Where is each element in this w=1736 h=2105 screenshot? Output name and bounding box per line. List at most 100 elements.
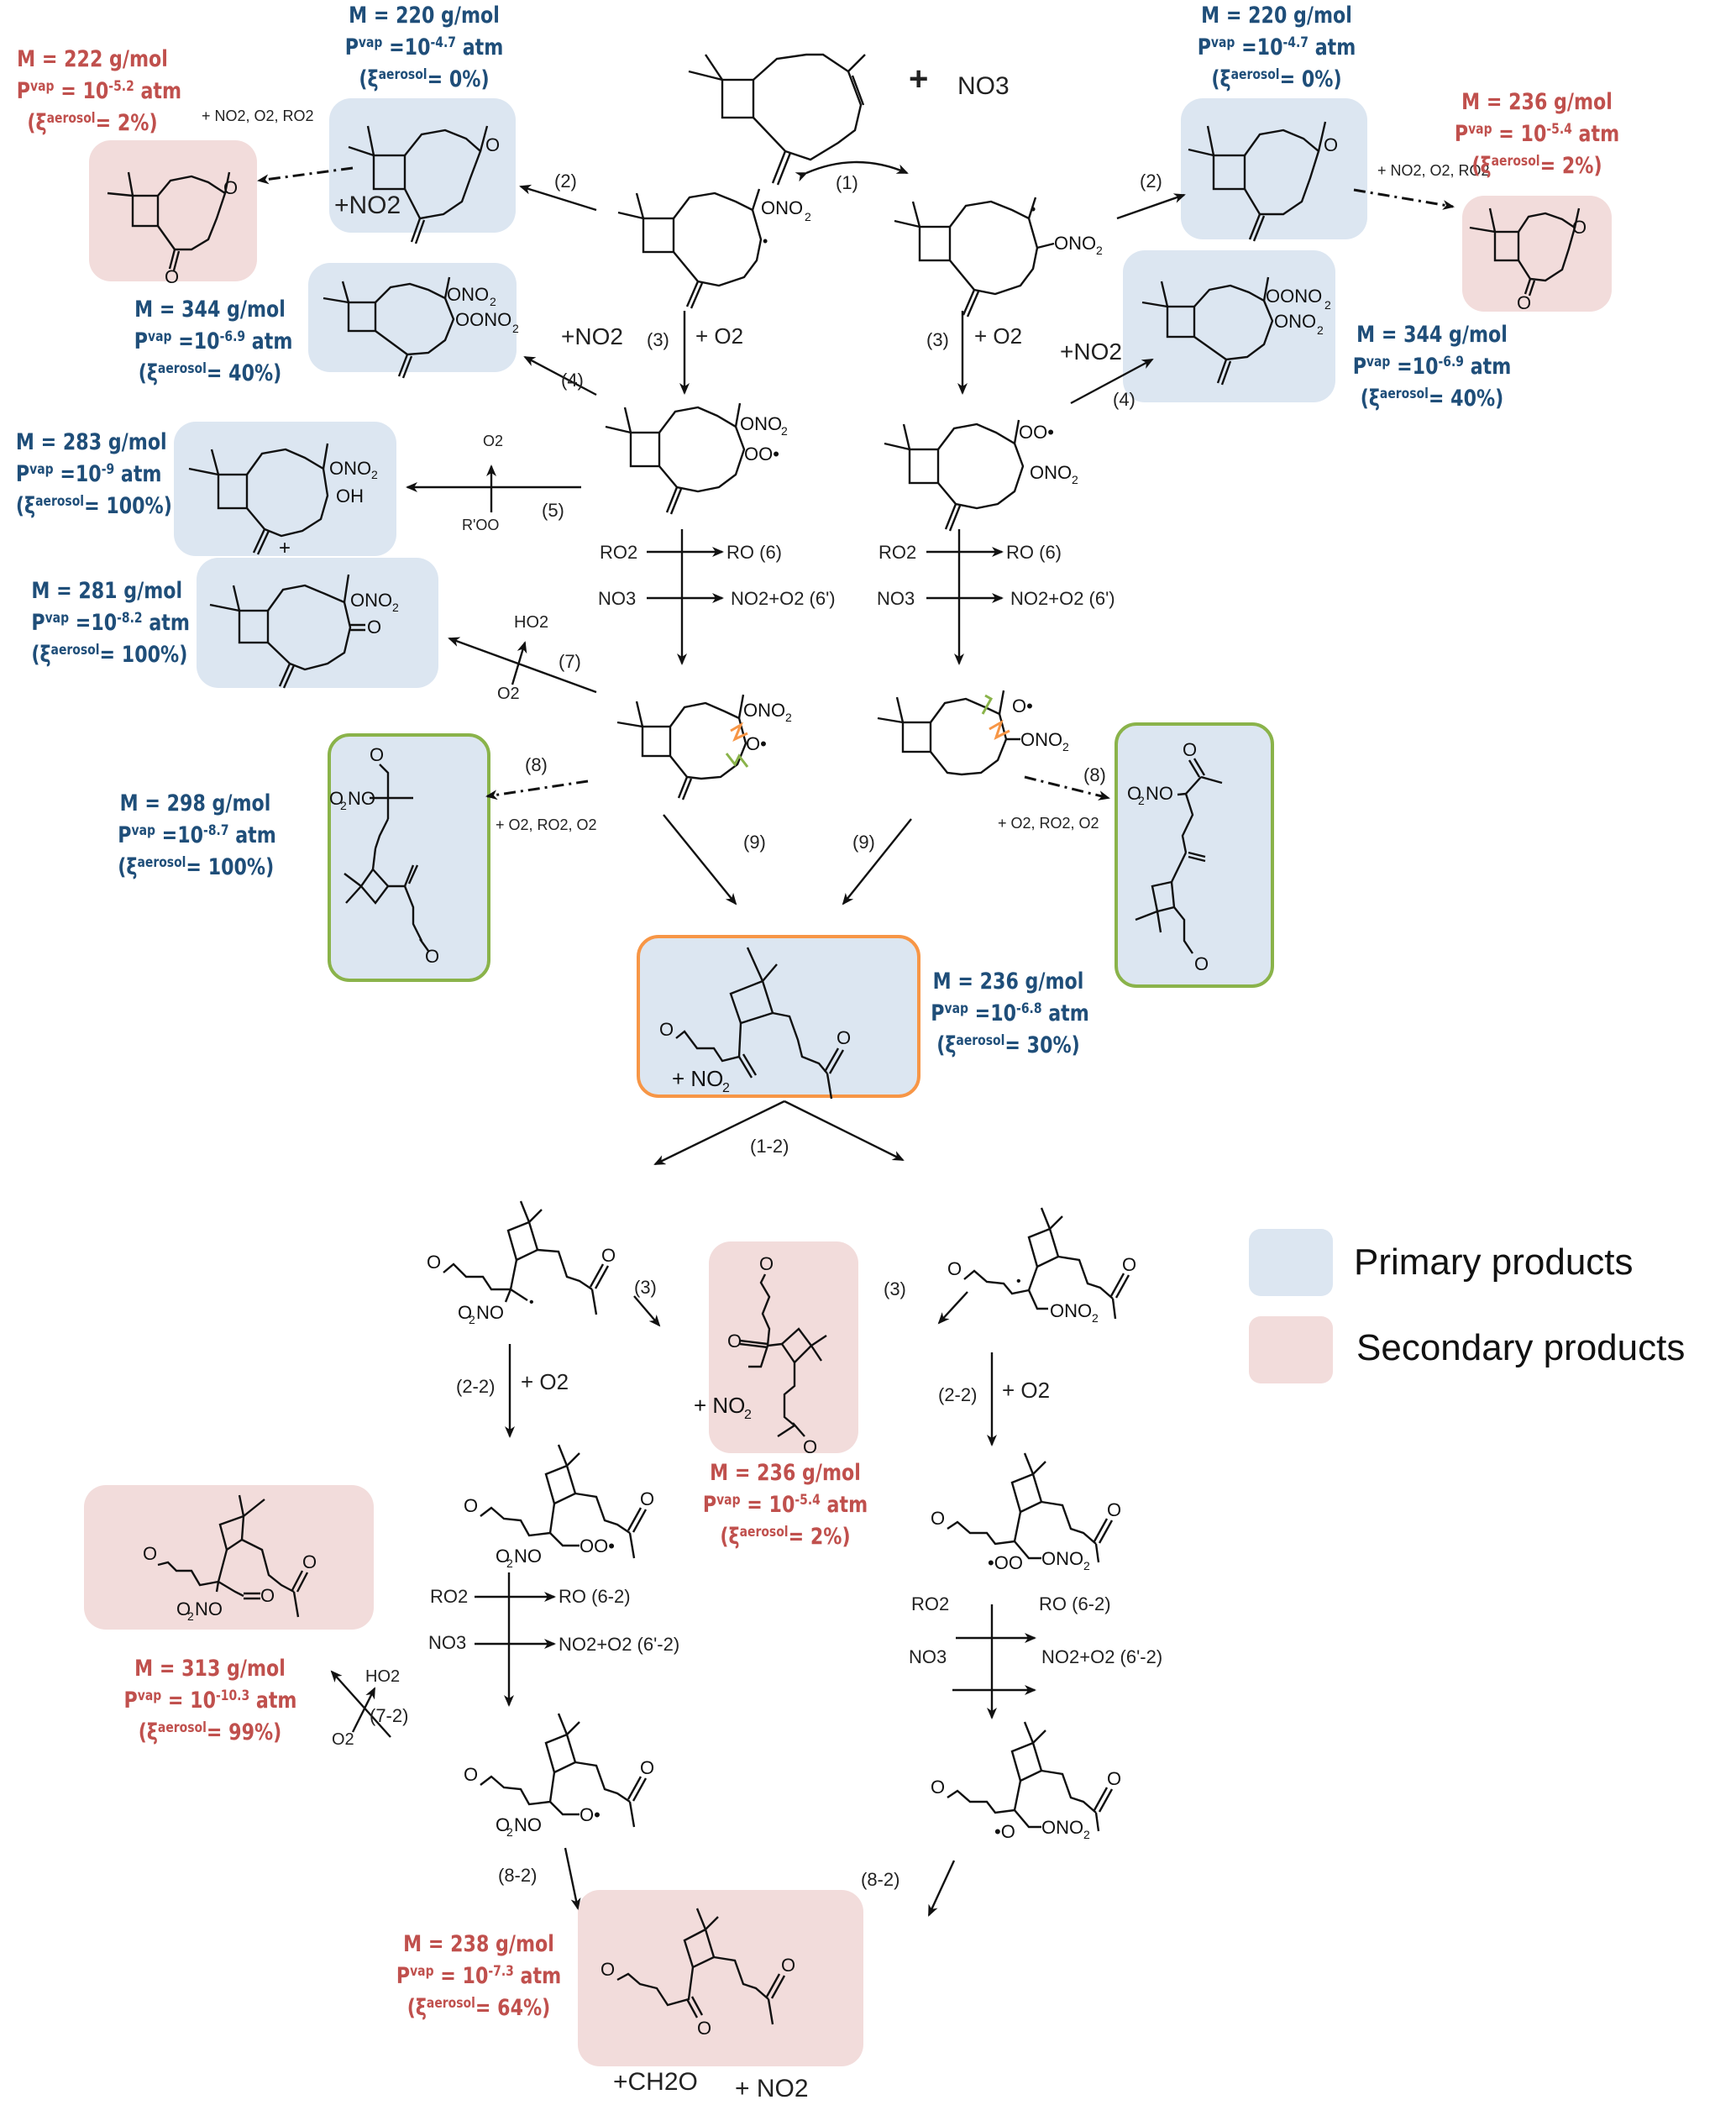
structure-keto-epoxide-right: OO <box>1469 207 1587 313</box>
svg-text:2: 2 <box>1138 794 1145 807</box>
svg-text:OONO: OONO <box>1266 286 1322 307</box>
coproduct-no2-epoxide-left: +NO2 <box>334 192 401 219</box>
arrow-step-1-2-right <box>784 1100 905 1162</box>
label-step-8-right-reagents: + O2, RO2, O2 <box>998 815 1099 832</box>
svg-text:NO: NO <box>514 1814 542 1835</box>
label-upper-right-reagents: + NO2, O2, RO2 <box>1377 162 1490 179</box>
arrow-step-7 <box>448 637 597 694</box>
svg-text:•: • <box>1016 1274 1021 1289</box>
label-no2-step4-left: +NO2 <box>561 323 623 349</box>
coproduct-no2-final: + NO2 <box>735 2075 809 2102</box>
reactant-plus: + <box>909 60 929 97</box>
arrow-step-4-left <box>523 355 597 396</box>
label-step-6-2-left-no3: NO3 <box>428 1632 467 1653</box>
legend-swatch-secondary <box>1249 1316 1333 1383</box>
svg-text:O: O <box>176 1598 191 1619</box>
label-step-6-2-right-ro: RO (6-2) <box>1039 1593 1111 1614</box>
arrow-step-8-left <box>485 780 589 801</box>
svg-text:O: O <box>659 1019 674 1040</box>
svg-text:2: 2 <box>1092 1311 1099 1325</box>
props-epoxide-right: M = 220 g/mol Pvap =10-4.7 atm (ξaerosol… <box>1197 3 1356 92</box>
svg-text:O: O <box>1107 1499 1121 1520</box>
svg-text:2: 2 <box>805 210 811 223</box>
arrow-step-2-right <box>1116 193 1186 220</box>
props-second-gen-triketone: M = 238 g/mol Pvap = 10-7.3 atm (ξaeroso… <box>396 1931 562 2021</box>
svg-text:+: + <box>279 537 291 559</box>
svg-text:O: O <box>1194 953 1209 974</box>
structure-beta-caryophyllene <box>688 53 866 186</box>
svg-text:2: 2 <box>1083 1828 1090 1841</box>
label-step-2-2-left: (2-2) <box>456 1376 496 1397</box>
label-step-6-2-left-ro: RO (6-2) <box>559 1586 631 1607</box>
svg-text:O•: O• <box>746 733 767 754</box>
svg-text:NO: NO <box>195 1598 223 1619</box>
svg-text:O: O <box>727 1331 742 1352</box>
svg-text:ONO: ONO <box>1041 1817 1083 1838</box>
svg-text:OO•: OO• <box>580 1535 615 1556</box>
svg-text:NO: NO <box>476 1302 504 1323</box>
svg-text:O: O <box>143 1543 157 1564</box>
label-upper-left-reagents: + NO2, O2, RO2 <box>202 108 314 124</box>
label-step-3-left: (3) <box>647 329 669 350</box>
svg-text:O: O <box>496 1546 510 1567</box>
svg-text:2: 2 <box>1072 473 1078 486</box>
svg-text:O: O <box>223 177 238 198</box>
svg-text:O: O <box>1122 1254 1136 1275</box>
svg-text:O: O <box>1324 134 1338 155</box>
structure-keto-epoxide-left: OO <box>107 171 238 287</box>
label-o2-right: + O2 <box>974 323 1023 349</box>
props-ketoaldehyde: M = 236 g/mol Pvap =10-6.8 atm (ξaerosol… <box>931 969 1089 1058</box>
product-box-ketoaldehyde <box>637 935 920 1098</box>
svg-text:2: 2 <box>506 1825 513 1839</box>
svg-text:O: O <box>781 1955 795 1976</box>
svg-text:2: 2 <box>512 322 519 335</box>
svg-text:O: O <box>1183 739 1197 760</box>
svg-text:O: O <box>1107 1768 1121 1789</box>
legend-label-secondary: Secondary products <box>1356 1327 1686 1368</box>
arrow-step-8-2-right <box>927 1860 956 1917</box>
svg-text:•O: •O <box>994 1821 1015 1842</box>
svg-text:O: O <box>427 1252 441 1273</box>
svg-text:O: O <box>425 946 439 967</box>
structure-2nd-triketone: O O O <box>601 1908 795 2039</box>
label-step-7: (7) <box>559 651 581 672</box>
props-dialdehyde-nitrate: M = 298 g/mol Pvap =10-8.7 atm (ξaerosol… <box>118 790 276 880</box>
label-step-6-right-ro: RO (6) <box>1006 542 1062 563</box>
label-step-5: (5) <box>542 500 564 521</box>
svg-text:OO•: OO• <box>744 444 779 465</box>
svg-text:ONO: ONO <box>1274 311 1316 332</box>
product-box-dialdehyde-nitrate <box>328 733 490 982</box>
arrow-step-8-right <box>1024 775 1110 801</box>
product-box-keto-nitrate-right <box>1115 722 1274 988</box>
label-step-2-left: (2) <box>554 171 577 192</box>
label-step-6-right-no3: NO3 <box>877 588 915 609</box>
reactant-no3: NO3 <box>957 72 1010 100</box>
props-epoxide-left: M = 220 g/mol Pvap =10-4.7 atm (ξaerosol… <box>344 3 504 92</box>
coproduct-ch2o: +CH2O <box>613 2068 698 2096</box>
svg-text:2: 2 <box>371 468 378 481</box>
svg-text:O: O <box>640 1757 654 1778</box>
label-step-4-right: (4) <box>1113 389 1135 410</box>
svg-text:2: 2 <box>506 1556 513 1570</box>
label-step-7-2: (7-2) <box>370 1705 409 1726</box>
svg-text:O: O <box>464 1495 478 1516</box>
props-pan-left: M = 344 g/mol Pvap =10-6.9 atm (ξaerosol… <box>134 297 293 386</box>
label-step-5-rprime: R'OO <box>462 517 500 533</box>
structure-2nd-epoxide: O O O + NO2 <box>694 1253 827 1457</box>
label-step-6-2-right-ro2: RO2 <box>911 1593 950 1614</box>
label-step-6-right-ro2: RO2 <box>878 542 917 563</box>
label-step-8-2-left: (8-2) <box>498 1865 538 1886</box>
label-step-7-o2: O2 <box>497 685 520 703</box>
arrow-step-7-2 <box>330 1670 391 1738</box>
label-o2b-right: + O2 <box>1002 1378 1051 1403</box>
svg-text:NO: NO <box>348 788 375 809</box>
svg-text:2: 2 <box>1317 323 1324 337</box>
